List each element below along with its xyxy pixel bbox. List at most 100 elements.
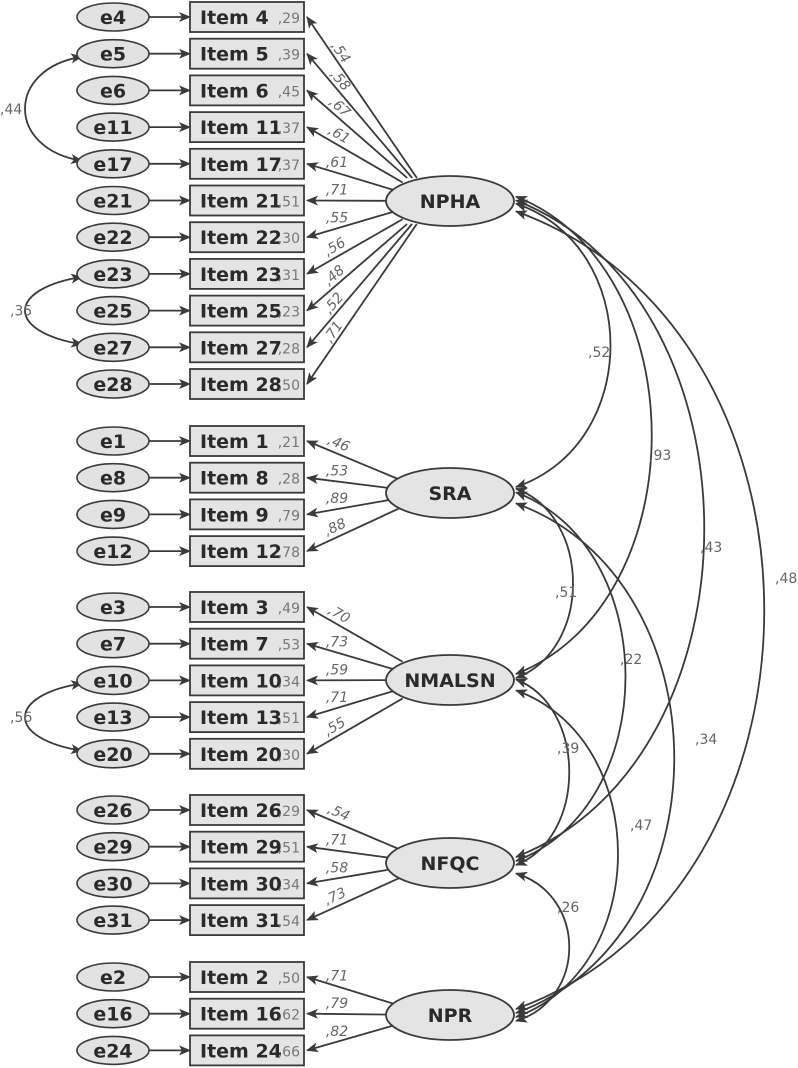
error-term-label: e16 (93, 1004, 132, 1026)
error-term-ellipse (76, 1035, 150, 1066)
error-term-ellipse (76, 998, 150, 1029)
error-term-label: e12 (93, 541, 132, 563)
error-term-ellipse (76, 962, 150, 992)
observed-item-label: Item 9 (200, 504, 269, 526)
observed-item-box (189, 37, 305, 70)
error-term-label: e6 (100, 80, 126, 102)
observed-item-box (189, 74, 305, 107)
error-term-ellipse (76, 75, 150, 106)
factor-loading-arrow (306, 223, 418, 385)
observed-item-box (189, 591, 305, 623)
factor-loading-arrow (306, 867, 399, 887)
factor-correlation-value: ,43 (700, 540, 722, 556)
r-squared-value: ,21 (278, 435, 300, 451)
error-covariance-value: ,56 (10, 710, 32, 726)
observed-item-box (189, 184, 305, 217)
r-squared-value: ,29 (278, 11, 300, 27)
observed-item-box (189, 904, 305, 936)
factor-loading-value: ,71 (326, 690, 348, 706)
observed-item-label: Item 24 (200, 1040, 282, 1062)
error-term-label: e1 (100, 431, 126, 453)
observed-item-label: Item 29 (200, 837, 282, 859)
error-term-label: e4 (100, 7, 126, 29)
error-term-ellipse (76, 332, 150, 363)
observed-item-box (189, 961, 305, 993)
observed-item-box (189, 221, 305, 254)
error-term-label: e5 (100, 44, 126, 66)
factor-correlation-arrow (515, 487, 574, 679)
observed-item-label: Item 3 (200, 597, 269, 619)
r-squared-value: ,51 (278, 841, 300, 857)
factor-loading-value: ,89 (326, 491, 348, 507)
observed-item-label: Item 23 (200, 264, 282, 286)
error-term-ellipse (76, 795, 150, 825)
error-term-label: e31 (93, 910, 132, 932)
factor-loading-arrow (306, 218, 403, 275)
factor-correlation-arrow (515, 199, 706, 858)
error-covariance-value: ,44 (0, 102, 22, 118)
error-term-label: e20 (93, 744, 132, 766)
error-term-label: e21 (93, 191, 132, 213)
error-term-ellipse (76, 38, 150, 69)
factor-loading-arrow (306, 497, 399, 518)
r-squared-value: ,50 (278, 378, 300, 394)
factor-loading-arrow (306, 162, 400, 193)
observed-item-label: Item 31 (200, 910, 282, 932)
observed-item-label: Item 5 (200, 44, 269, 66)
error-term-label: e2 (100, 967, 126, 989)
factor-loading-arrow (306, 474, 399, 491)
observed-item-label: Item 27 (200, 337, 282, 359)
observed-item-label: Item 21 (200, 191, 282, 213)
r-squared-value: ,53 (278, 638, 300, 654)
error-term-ellipse (76, 185, 150, 216)
observed-item-label: Item 28 (200, 374, 282, 396)
r-squared-value: ,49 (278, 601, 300, 617)
r-squared-value: ,51 (278, 711, 300, 727)
observed-item-box (189, 368, 305, 400)
r-squared-value: ,37 (278, 158, 300, 174)
factor-loading-value: ,61 (326, 155, 348, 171)
factor-loading-arrow (306, 52, 413, 179)
r-squared-value: ,34 (278, 877, 300, 893)
error-covariance-value: ,35 (10, 304, 32, 320)
r-squared-value: ,54 (278, 914, 300, 930)
observed-item-label: Item 25 (200, 301, 282, 323)
error-term-ellipse (76, 536, 150, 566)
factor-correlation-arrow (515, 195, 653, 675)
r-squared-value: ,62 (278, 1008, 300, 1024)
latent-factor-ellipse (385, 989, 515, 1041)
observed-item-label: Item 1 (200, 431, 269, 453)
observed-item-box (189, 331, 305, 364)
error-term-label: e8 (100, 468, 126, 490)
error-term-label: e25 (93, 301, 132, 323)
observed-item-box (189, 664, 305, 697)
factor-loading-value: ,58 (326, 860, 348, 876)
error-term-ellipse (76, 905, 150, 935)
r-squared-value: ,30 (278, 231, 300, 247)
observed-item-label: Item 4 (200, 7, 269, 29)
observed-item-box (189, 1, 305, 33)
r-squared-value: ,31 (278, 268, 300, 284)
factor-loading-value: ,73 (326, 635, 348, 651)
error-term-label: e22 (93, 227, 132, 249)
latent-factor-ellipse (385, 654, 515, 706)
factor-loading-arrow (306, 506, 402, 552)
error-term-label: e9 (100, 504, 126, 526)
factor-correlation-value: ,93 (649, 448, 671, 464)
factor-loading-arrow (306, 876, 402, 921)
latent-factor-label: NPR (428, 1005, 473, 1027)
observed-item-box (189, 794, 305, 826)
error-term-label: e28 (93, 374, 132, 396)
factor-loading-arrow (306, 209, 400, 239)
factor-loading-arrow (306, 223, 413, 349)
factor-correlation-arrow (515, 202, 612, 489)
error-term-label: e26 (93, 800, 132, 822)
r-squared-value: ,29 (278, 804, 300, 820)
factor-correlation-value: ,34 (695, 732, 717, 748)
factor-loading-value: ,71 (326, 833, 348, 849)
observed-item-box (189, 294, 305, 327)
factor-loading-arrow (306, 89, 408, 179)
r-squared-value: ,51 (278, 195, 300, 211)
factor-loading-arrow (306, 440, 401, 481)
observed-item-label: Item 11 (200, 117, 282, 139)
